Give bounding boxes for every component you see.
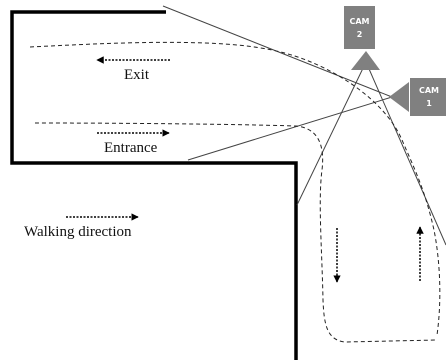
entrance-trajectory: [34, 122, 438, 343]
camera-2: CAM 2: [344, 6, 380, 70]
camera-sight-lines: [162, 5, 446, 246]
cam2-sight-line-right: [365, 61, 446, 246]
camera-2-lens: [351, 51, 380, 70]
wall-outline: [10, 10, 298, 360]
walls: [10, 10, 298, 360]
camera-2-body: [344, 6, 375, 49]
walking-trajectories: [29, 41, 441, 343]
camera-1: CAM 1: [389, 78, 446, 116]
exit-trajectory: [29, 41, 441, 336]
camera-2-label-line1: CAM: [349, 17, 369, 26]
camera-2-label-line2: 2: [357, 30, 363, 39]
camera-1-body: [410, 78, 446, 116]
camera-1-lens: [389, 82, 409, 112]
direction-arrows: [66, 56, 424, 283]
walking-direction-label: Walking direction: [24, 224, 132, 240]
cam2-sight-line-left: [296, 61, 367, 206]
camera-1-label-line1: CAM: [419, 86, 439, 95]
entrance-label: Entrance: [104, 140, 158, 156]
camera-1-label-line2: 1: [426, 99, 432, 108]
exit-label: Exit: [124, 67, 150, 83]
cam1-sight-line-bottom: [187, 96, 393, 161]
